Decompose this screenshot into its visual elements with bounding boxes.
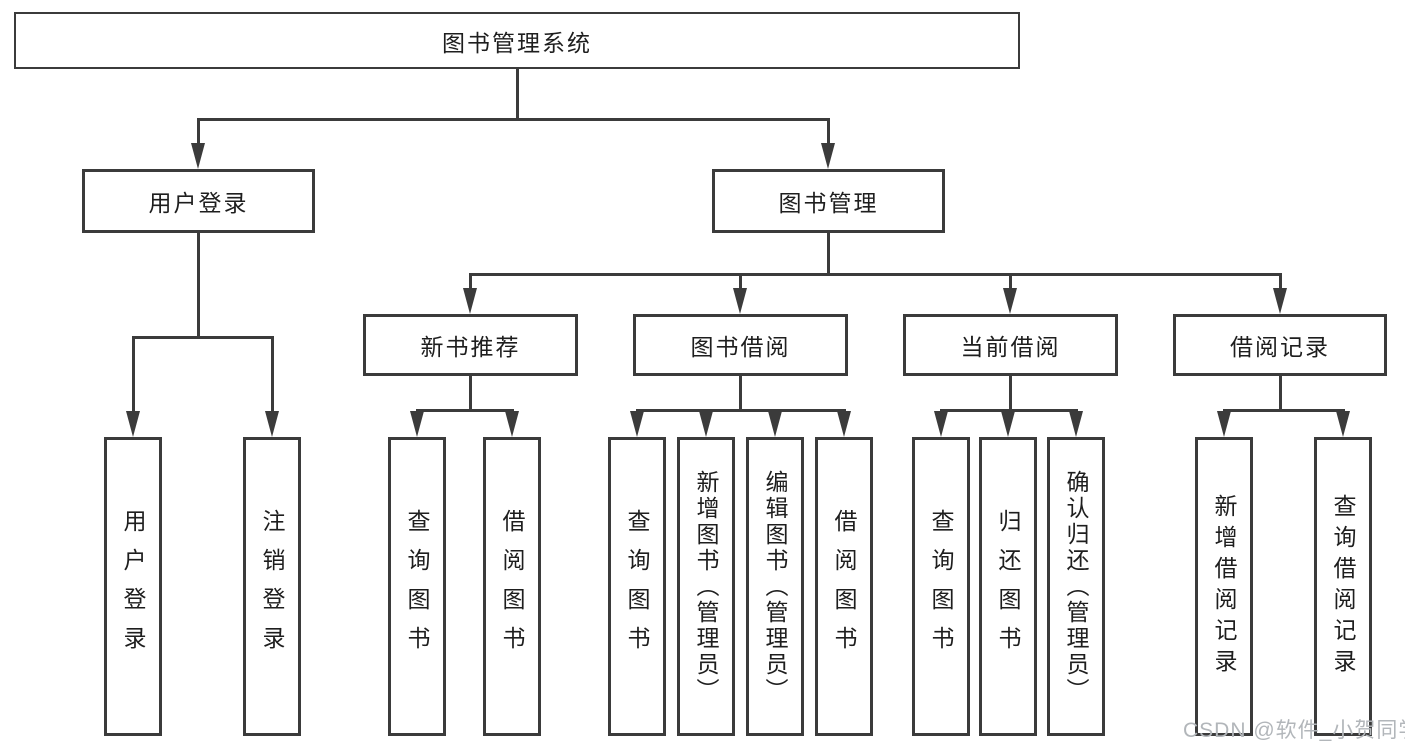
node-current-borrowing: 当前借阅 xyxy=(903,314,1118,376)
connector-current-borrowing-stem xyxy=(1009,376,1012,411)
arrowhead-leaf-query-books-recommend xyxy=(410,411,424,437)
connector-drop-leaf-user-login xyxy=(132,336,135,414)
leaf-borrow-books-borrowing-label: 借阅图书 xyxy=(831,508,857,665)
leaf-add-borrow-record: 新增借阅记录 xyxy=(1195,437,1253,736)
arrowhead-leaf-query-books-current xyxy=(934,411,948,437)
leaf-confirm-return-admin: 确认归还（管理员） xyxy=(1047,437,1105,736)
leaf-borrow-books-recommend-label: 借阅图书 xyxy=(499,508,525,665)
connector-drop-current-borrowing xyxy=(1009,273,1012,291)
node-current-borrowing-label: 当前借阅 xyxy=(960,334,1061,360)
arrowhead-borrowing-records xyxy=(1273,288,1287,314)
node-book-borrowing: 图书借阅 xyxy=(633,314,848,376)
arrowhead-leaf-return-books xyxy=(1001,411,1015,437)
arrowhead-leaf-edit-books-admin xyxy=(768,411,782,437)
connector-drop-user-login xyxy=(197,118,200,146)
leaf-query-books-borrowing: 查询图书 xyxy=(608,437,666,736)
leaf-query-borrow-record: 查询借阅记录 xyxy=(1314,437,1372,736)
arrowhead-leaf-logout xyxy=(265,411,279,437)
connector-drop-new-book-recommend xyxy=(469,273,472,291)
arrowhead-leaf-query-books-borrowing xyxy=(630,411,644,437)
node-root-label: 图书管理系统 xyxy=(442,29,592,56)
leaf-logout-label: 注销登录 xyxy=(259,508,285,665)
leaf-query-books-current-label: 查询图书 xyxy=(928,508,954,665)
leaf-query-books-borrowing-label: 查询图书 xyxy=(624,508,650,665)
leaf-borrow-books-recommend: 借阅图书 xyxy=(483,437,541,736)
arrowhead-leaf-user-login xyxy=(126,411,140,437)
connector-user-login-split xyxy=(132,336,274,339)
connector-user-login-stem xyxy=(197,233,200,338)
connector-book-management-stem xyxy=(827,233,830,275)
connector-new-book-recommend-split xyxy=(416,409,514,412)
leaf-add-books-admin: 新增图书（管理员） xyxy=(677,437,735,736)
leaf-add-books-admin-label: 新增图书（管理员） xyxy=(693,469,719,704)
leaf-query-books-recommend-label: 查询图书 xyxy=(404,508,430,665)
connector-drop-book-management xyxy=(827,118,830,146)
arrowhead-leaf-add-borrow-record xyxy=(1217,411,1231,437)
connector-root-split xyxy=(197,118,830,121)
csdn-watermark: CSDN @软件_小贺同学 xyxy=(1183,719,1405,742)
leaf-edit-books-admin: 编辑图书（管理员） xyxy=(746,437,804,736)
leaf-return-books-label: 归还图书 xyxy=(995,508,1021,665)
connector-book-borrowing-stem xyxy=(739,376,742,411)
connector-book-management-split xyxy=(469,273,1282,276)
leaf-user-login: 用户登录 xyxy=(104,437,162,736)
node-book-management: 图书管理 xyxy=(712,169,945,233)
node-root: 图书管理系统 xyxy=(14,12,1020,69)
arrowhead-user-login xyxy=(191,143,205,169)
connector-current-borrowing-split xyxy=(940,409,1078,412)
connector-borrowing-records-stem xyxy=(1279,376,1282,411)
node-borrowing-records-label: 借阅记录 xyxy=(1230,334,1330,360)
leaf-confirm-return-admin-label: 确认归还（管理员） xyxy=(1063,469,1089,704)
connector-borrowing-records-split xyxy=(1223,409,1345,412)
arrowhead-leaf-confirm-return-admin xyxy=(1069,411,1083,437)
arrowhead-leaf-borrow-books-borrowing xyxy=(837,411,851,437)
connector-drop-book-borrowing xyxy=(739,273,742,291)
node-new-book-recommend: 新书推荐 xyxy=(363,314,578,376)
arrowhead-leaf-borrow-books-recommend xyxy=(505,411,519,437)
leaf-query-borrow-record-label: 查询借阅记录 xyxy=(1330,493,1356,680)
node-book-management-label: 图书管理 xyxy=(778,190,879,216)
leaf-user-login-label: 用户登录 xyxy=(120,508,146,665)
arrowhead-leaf-add-books-admin xyxy=(699,411,713,437)
leaf-edit-books-admin-label: 编辑图书（管理员） xyxy=(762,469,788,704)
connector-root-stem xyxy=(516,68,519,119)
leaf-return-books: 归还图书 xyxy=(979,437,1037,736)
connector-book-borrowing-split xyxy=(636,409,846,412)
leaf-query-books-recommend: 查询图书 xyxy=(388,437,446,736)
node-borrowing-records: 借阅记录 xyxy=(1173,314,1387,376)
arrowhead-leaf-query-borrow-record xyxy=(1336,411,1350,437)
node-book-borrowing-label: 图书借阅 xyxy=(690,334,791,360)
arrowhead-current-borrowing xyxy=(1003,288,1017,314)
leaf-add-borrow-record-label: 新增借阅记录 xyxy=(1211,493,1237,680)
arrowhead-book-management xyxy=(821,143,835,169)
node-user-login: 用户登录 xyxy=(82,169,315,233)
connector-drop-leaf-logout xyxy=(271,336,274,414)
leaf-borrow-books-borrowing: 借阅图书 xyxy=(815,437,873,736)
connector-new-book-recommend-stem xyxy=(469,376,472,411)
connector-drop-borrowing-records xyxy=(1279,273,1282,291)
leaf-logout: 注销登录 xyxy=(243,437,301,736)
leaf-query-books-current: 查询图书 xyxy=(912,437,970,736)
node-new-book-recommend-label: 新书推荐 xyxy=(420,334,521,360)
arrowhead-book-borrowing xyxy=(733,288,747,314)
arrowhead-new-book-recommend xyxy=(463,288,477,314)
node-user-login-label: 用户登录 xyxy=(148,190,249,216)
